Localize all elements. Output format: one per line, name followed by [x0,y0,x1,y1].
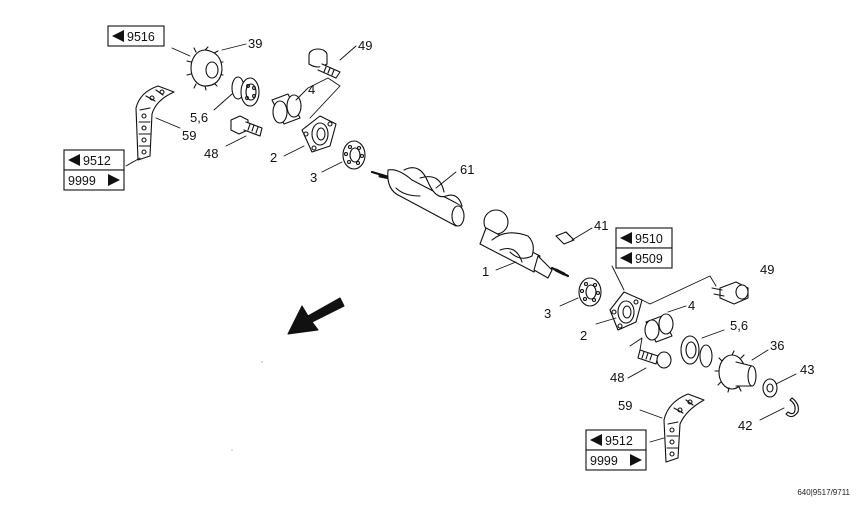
part-label-39: 39 [248,36,262,51]
travel-direction-arrow-icon [287,297,345,335]
auger-61 [370,167,465,227]
ref-box-9510[interactable]: 9510 [615,227,673,249]
part-label-1: 1 [482,264,489,279]
flange-bearing-2-upper [301,115,337,153]
arrow-left-icon [590,434,602,446]
auger-1 [479,209,570,279]
arrow-left-icon [112,30,124,42]
circlip-42 [785,397,799,418]
arrow-left-icon [68,154,80,166]
part-label-3-upper: 3 [310,170,317,185]
snap-ring-5-6-upper [231,76,260,107]
part-label-4-lower: 4 [688,298,695,313]
part-label-49-lower: 49 [760,262,774,277]
part-label-3-lower: 3 [544,306,551,321]
part-label-41: 41 [594,218,608,233]
snap-ring-5-6-lower [680,335,713,368]
svg-text:9512: 9512 [605,434,633,448]
part-label-5-6-upper: 5,6 [190,110,208,125]
drawing-code: 640|9517/9711 [797,488,850,497]
chain-59-lower [663,393,705,463]
key-41 [555,231,575,245]
svg-text:9512: 9512 [83,154,111,168]
arrow-right-icon [108,174,120,186]
part-label-4-upper: 4 [308,82,315,97]
part-label-42: 42 [738,418,752,433]
part-label-43: 43 [800,362,814,377]
arrow-left-icon [620,232,632,244]
part-labels: 39 49 4 5,6 59 48 2 3 61 41 1 49 3 2 4 5… [182,36,814,433]
sprocket-39 [186,46,224,91]
svg-text:9999: 9999 [68,174,96,188]
bushing-4-upper [271,93,302,125]
ref-box-9512-upper[interactable]: 9512 [63,149,125,171]
part-label-49-upper: 49 [358,38,372,53]
flange-bearing-2-lower [609,291,643,331]
part-label-36: 36 [770,338,784,353]
part-label-61: 61 [460,162,474,177]
bolt-49-upper [308,48,341,79]
part-label-5-6-lower: 5,6 [730,318,748,333]
bushing-4-lower [644,313,674,343]
ref-box-9516[interactable]: 9516 [107,25,165,47]
bolt-48-lower [637,349,672,369]
ref-box-9999-lower[interactable]: 9999 [585,449,647,471]
ref-box-9509[interactable]: 9509 [615,247,673,269]
bolt-49-lower [711,281,749,305]
ref-box-9512-lower[interactable]: 9512 [585,429,647,451]
bearing-3-upper [342,140,366,170]
chain-59-upper [135,85,175,161]
part-label-59-upper: 59 [182,128,196,143]
svg-text:9999: 9999 [590,454,618,468]
svg-text:9510: 9510 [635,232,663,246]
part-label-59-lower: 59 [618,398,632,413]
arrow-right-icon [630,454,642,466]
bolt-48-upper [230,115,263,137]
svg-text:9516: 9516 [127,30,155,44]
sprocket-36 [714,350,757,393]
part-label-2-lower: 2 [580,328,587,343]
ref-box-9999-upper[interactable]: 9999 [63,169,125,191]
part-label-48-upper: 48 [204,146,218,161]
svg-text:9509: 9509 [635,252,663,266]
part-label-2-upper: 2 [270,150,277,165]
part-label-48-lower: 48 [610,370,624,385]
bearing-3-lower [578,277,602,307]
washer-43 [762,378,778,398]
arrow-left-icon [620,252,632,264]
